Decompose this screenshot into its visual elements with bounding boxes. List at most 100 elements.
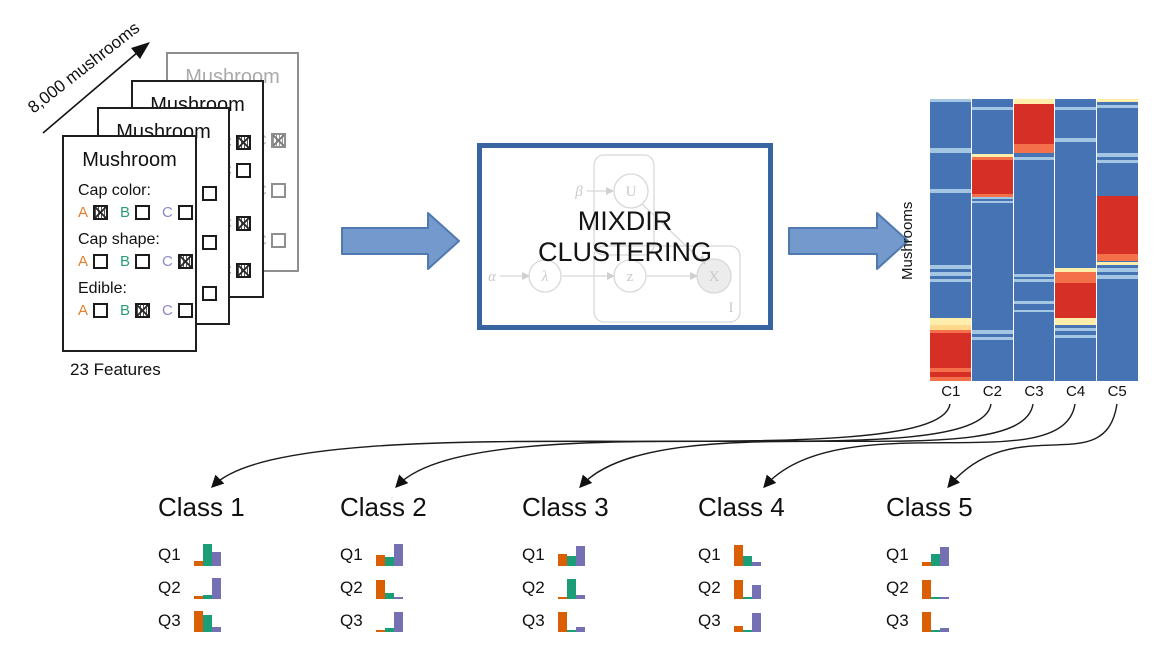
heatmap-segment — [971, 197, 1013, 200]
bar — [567, 630, 576, 632]
heatmap-segment — [930, 329, 971, 334]
heatmap-ylabel: Mushrooms — [899, 201, 916, 280]
answer-bars — [734, 608, 761, 632]
heatmap-segment — [1097, 104, 1138, 108]
heatmap-segment — [1013, 104, 1055, 145]
bar — [394, 611, 403, 632]
option-checkbox — [270, 183, 286, 198]
feature-option: B — [120, 253, 151, 270]
bar — [752, 613, 761, 632]
question-label: Q2 — [886, 578, 909, 597]
bar — [734, 580, 743, 599]
heatmap-col-label: C2 — [982, 383, 1002, 400]
question-row: Q2 — [522, 566, 672, 599]
answer-bars — [922, 608, 949, 632]
option-checkbox — [201, 186, 217, 201]
option-letter: A — [78, 253, 89, 270]
answer-bars — [194, 608, 221, 632]
bar — [734, 626, 743, 632]
x-node-label: X — [709, 269, 720, 285]
bar — [743, 630, 752, 632]
heatmap-segment — [1097, 99, 1138, 102]
heatmap-segment — [1013, 279, 1055, 283]
heatmap-segment — [930, 324, 971, 330]
answer-bars — [734, 542, 761, 566]
question-label: Q3 — [522, 611, 545, 630]
card-title: Mushroom — [82, 149, 177, 171]
bar — [212, 578, 221, 599]
u-node-label: U — [626, 184, 637, 200]
heatmap-segment — [930, 279, 971, 282]
bar — [931, 630, 940, 632]
heatmap-segment — [1097, 152, 1138, 157]
flow-arrow-right-icon — [788, 212, 909, 270]
heatmap-segment — [1055, 327, 1097, 332]
option-checkbox — [270, 233, 286, 248]
bar — [194, 595, 203, 599]
option-checkbox — [201, 235, 217, 250]
question-row: Q3 — [886, 599, 1036, 632]
heatmap-segment — [971, 330, 1013, 334]
bar — [931, 597, 940, 599]
feature-option: B — [120, 302, 151, 319]
option-checkbox — [135, 254, 151, 269]
bar — [385, 593, 394, 599]
option-checkbox — [201, 286, 217, 301]
question-label: Q1 — [158, 545, 181, 564]
alpha-label: α — [488, 269, 497, 285]
beta-label: β — [574, 184, 583, 200]
heatmap-column — [930, 99, 971, 381]
bar — [212, 551, 221, 566]
heatmap-segment — [930, 99, 971, 102]
answer-bars — [376, 575, 403, 599]
question-row: Q3 — [522, 599, 672, 632]
bar — [743, 556, 752, 566]
features-count-label: 23 Features — [70, 360, 161, 379]
heatmap-segment — [930, 368, 971, 372]
question-row: Q2 — [886, 566, 1036, 599]
model-title-line1: MIXDIR — [577, 206, 673, 236]
class-title: Class 1 — [158, 492, 245, 522]
bar — [212, 626, 221, 632]
bar — [394, 544, 403, 566]
option-letter: C — [162, 302, 173, 319]
heatmap-segment — [1013, 309, 1055, 313]
question-label: Q1 — [698, 545, 721, 564]
answer-bars — [922, 542, 949, 566]
heatmap-col-label: C5 — [1107, 383, 1127, 400]
heatmap-segment — [1013, 301, 1055, 305]
question-row: Q2 — [158, 566, 308, 599]
question-label: Q3 — [886, 611, 909, 630]
feature-section-label: Cap color: — [78, 182, 151, 199]
bar — [576, 545, 585, 566]
heatmap-segment — [1097, 159, 1138, 164]
lambda-node-label: λ — [541, 269, 549, 285]
question-row: Q3 — [340, 599, 490, 632]
cluster-heatmap — [930, 99, 1138, 381]
question-row: Q1 — [522, 533, 672, 566]
class-title: Class 4 — [698, 492, 785, 522]
question-label: Q1 — [886, 545, 909, 564]
bar — [734, 545, 743, 566]
option-letter: C — [162, 204, 173, 221]
answer-bars — [558, 542, 585, 566]
plate-index-label: I — [729, 300, 734, 316]
question-label: Q2 — [698, 578, 721, 597]
feature-section-label: Edible: — [78, 280, 127, 297]
bar — [203, 595, 212, 599]
model-title-line2: CLUSTERING — [537, 236, 713, 267]
heatmap-column — [1097, 99, 1138, 381]
heatmap-segment — [930, 317, 971, 325]
option-letter: B — [120, 253, 131, 270]
question-row: Q2 — [340, 566, 490, 599]
heatmap-segment — [1013, 144, 1055, 150]
bar — [576, 595, 585, 599]
question-row: Q3 — [698, 599, 848, 632]
heatmap-segment — [1055, 282, 1097, 319]
bar — [203, 615, 212, 632]
option-checkbox — [235, 163, 251, 178]
question-label: Q1 — [340, 545, 363, 564]
option-checkbox — [93, 254, 109, 269]
